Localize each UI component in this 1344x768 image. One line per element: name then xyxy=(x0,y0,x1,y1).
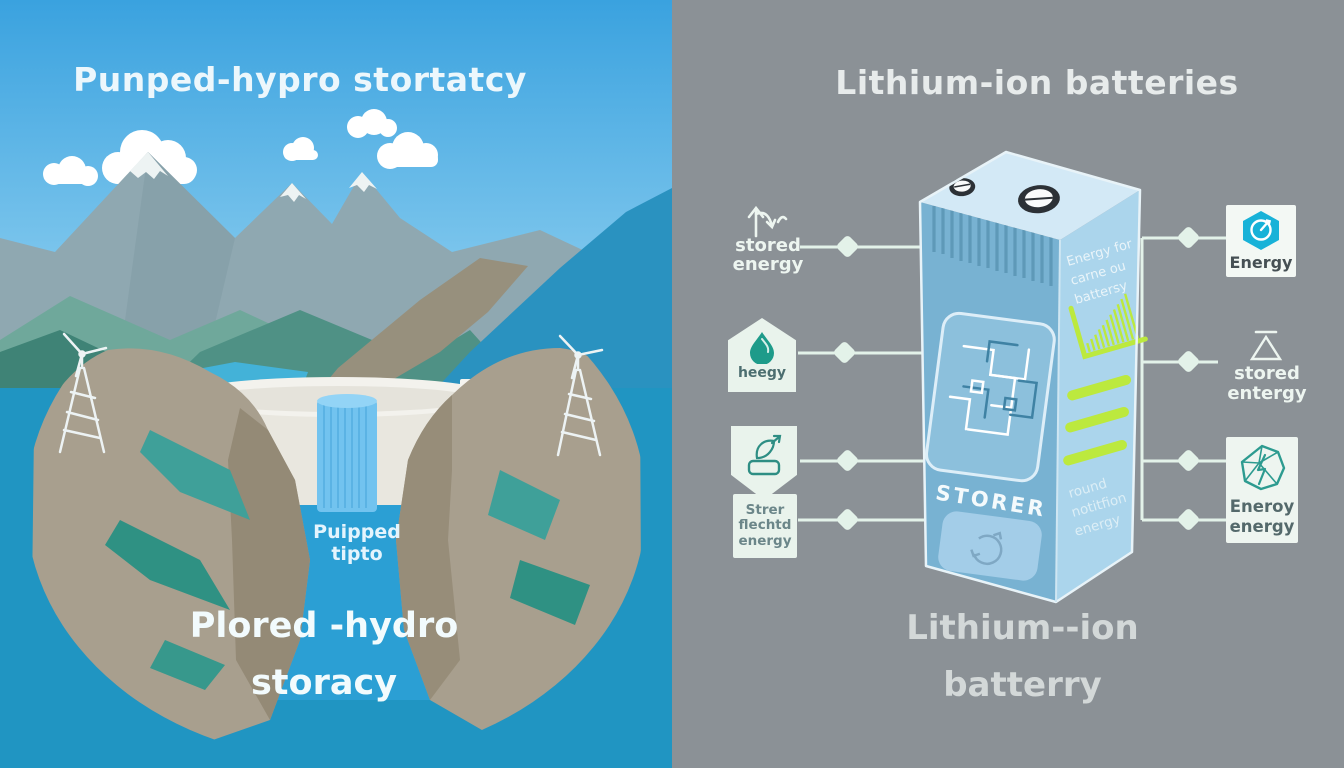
callout-line: stored xyxy=(1234,363,1300,384)
card-line: Eneroy xyxy=(1229,497,1295,516)
snow-cap xyxy=(280,183,306,202)
dam-label-line2: tipto xyxy=(331,543,383,565)
battery-lower-panel xyxy=(938,511,1042,581)
wind-turbine-icon xyxy=(556,334,604,457)
callout-lines xyxy=(798,236,1226,522)
badge-line: Strer xyxy=(745,501,785,518)
right-caption-line2: batterry xyxy=(943,665,1102,705)
green-stripes xyxy=(1063,374,1132,466)
landscape-art xyxy=(0,0,672,760)
connector-nodes xyxy=(834,227,1199,530)
dam-label: Puipped tipto xyxy=(300,521,414,565)
cloud-icon xyxy=(283,137,318,161)
strer-badge: Strer flechtd energy xyxy=(733,494,797,558)
stored-energy-arrow-icon xyxy=(747,205,788,238)
right-caption-line1: Lithium--ion xyxy=(906,608,1139,648)
circuit-panel xyxy=(925,311,1056,483)
right-cliff xyxy=(396,348,642,760)
cloud-icon xyxy=(377,132,438,169)
left-cliff xyxy=(30,348,310,760)
callout-stored-energy: stored energy xyxy=(714,236,822,274)
river-path xyxy=(308,258,528,404)
callout-line: energy xyxy=(732,254,804,275)
blue-slope xyxy=(398,188,672,430)
stripe-pattern xyxy=(932,206,1053,286)
badge-label: heegy xyxy=(737,364,787,381)
flask-triangle-icon xyxy=(1249,330,1283,361)
battery-art: STORER Energy for carne ou battersy xyxy=(798,150,1226,604)
eneroy-card: Eneroy energy xyxy=(1226,437,1298,543)
badge-line: energy xyxy=(738,532,792,549)
badge-line: flechtd xyxy=(738,517,792,534)
callout-line: entergy xyxy=(1227,383,1307,404)
left-title: Punped-hypro stortatcy xyxy=(73,60,527,99)
energy-card: Energy xyxy=(1226,205,1296,277)
card-label: Energy xyxy=(1229,253,1293,272)
water-droplet-icon xyxy=(750,331,774,364)
wind-turbine-icon xyxy=(58,332,108,454)
left-caption-line2: storacy xyxy=(250,663,398,703)
gauge-hexagon-icon xyxy=(1243,211,1279,250)
right-caption: Lithium--ion batterry xyxy=(700,600,1344,714)
snow-cap xyxy=(349,172,377,192)
recycle-icon xyxy=(970,531,1003,565)
dam-scene xyxy=(30,348,642,760)
left-caption: Plored -hydro storacy xyxy=(0,598,648,712)
callout-stored-entergy: stored entergy xyxy=(1212,364,1322,404)
dam-label-line1: Puipped xyxy=(313,521,401,543)
callout-line: stored xyxy=(735,235,801,256)
card-lines: Eneroy energy xyxy=(1230,497,1295,537)
left-caption-line1: Plored -hydro xyxy=(189,606,459,646)
battery-side-face xyxy=(1056,190,1140,602)
cloud-icon xyxy=(347,109,397,138)
badge-lines: Strer flechtd energy xyxy=(738,501,792,550)
card-line: energy xyxy=(1229,517,1295,536)
battery: STORER Energy for carne ou battersy xyxy=(918,150,1148,604)
gem-energy-icon xyxy=(1240,444,1286,491)
waterfall-column xyxy=(317,394,377,512)
lithium-battery-panel: STORER Energy for carne ou battersy xyxy=(672,0,1344,768)
pumped-hydro-panel: Punped-hypro stortatcy Puipped tipto Plo… xyxy=(0,0,672,768)
right-title: Lithium-ion batteries xyxy=(835,63,1239,102)
snow-cap xyxy=(130,152,168,179)
battery-terminals xyxy=(949,178,1060,214)
cloud-icon xyxy=(43,156,98,186)
leaf-charge-icon xyxy=(747,434,782,476)
